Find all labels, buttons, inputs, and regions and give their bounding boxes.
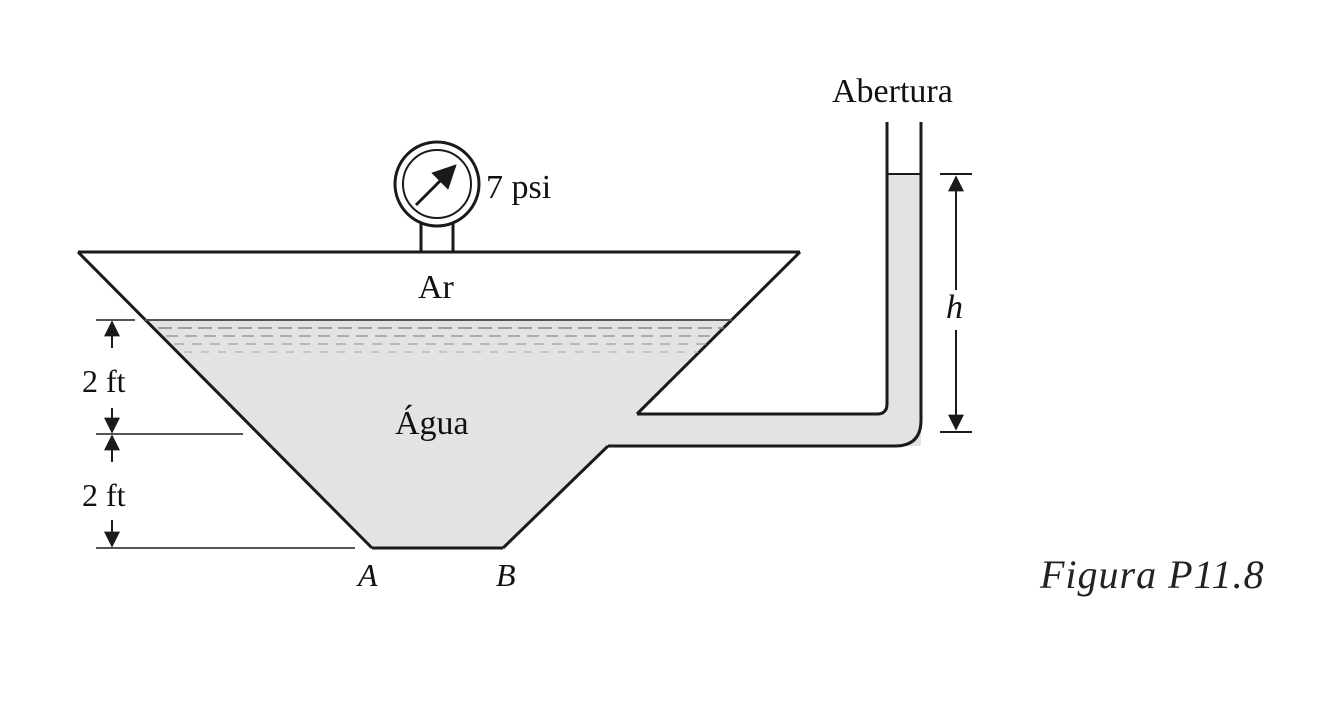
- depth-reference-lines: [96, 319, 355, 549]
- point-a-label: A: [356, 557, 378, 593]
- tank-outline: [76, 122, 923, 550]
- water-surface: [145, 319, 732, 353]
- height-dimension: [940, 173, 972, 433]
- water-label: Água: [395, 405, 469, 442]
- depth-upper-label: 2 ft: [82, 363, 126, 399]
- height-label: h: [946, 289, 963, 326]
- pressure-gauge: [393, 140, 481, 254]
- gauge-label: 7 psi: [486, 169, 551, 206]
- water-region: [145, 320, 887, 548]
- opening-label: Abertura: [832, 73, 953, 110]
- figure-caption: Figura P11.8: [1039, 552, 1265, 597]
- gauge-needle: [414, 164, 457, 207]
- depth-lower-label: 2 ft: [82, 477, 126, 513]
- manometer-water: [887, 174, 921, 446]
- air-label: Ar: [418, 269, 455, 306]
- point-b-label: B: [496, 557, 516, 593]
